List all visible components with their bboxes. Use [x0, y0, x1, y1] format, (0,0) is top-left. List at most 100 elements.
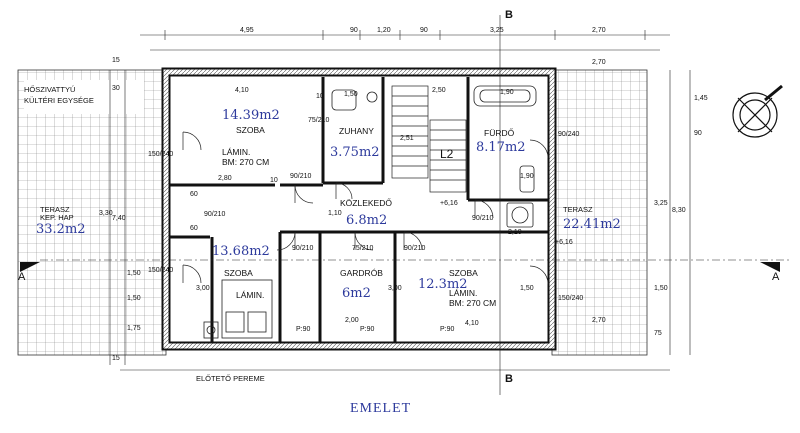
- dim-top-4: 3,25: [490, 27, 504, 34]
- room-szoba3-floor: LÁMIN.: [449, 288, 477, 298]
- room-kozlekedo-area: 6.8m2: [346, 213, 387, 228]
- room-szoba2-name: SZOBA: [224, 268, 253, 278]
- level-plus616: +6,16: [440, 200, 458, 207]
- label-kep-hap: KEP. HAP: [40, 213, 74, 222]
- room-gardrob-area: 6m2: [342, 286, 371, 301]
- opening-5: 150/240: [148, 267, 173, 274]
- dim-right-4: 1,50: [654, 285, 668, 292]
- area-terasz-left: 33.2m2: [36, 222, 86, 237]
- room-gardrob-name: GARDRÓB: [340, 268, 383, 278]
- room-kozlekedo-name: KÖZLEKEDŐ: [340, 198, 392, 208]
- dim-right-5: 75: [654, 330, 662, 337]
- room-szoba2-floor: LÁMIN.: [236, 290, 264, 300]
- left-dimensions: 15 30 3,30 7,40 1,50 1,75 15: [99, 57, 141, 362]
- section-a-right-marker-icon: [760, 262, 780, 272]
- opening-1: 90/210: [290, 173, 312, 180]
- staircase: [391, 85, 467, 193]
- section-a-left-label: A: [18, 271, 26, 283]
- opening-6: 90/210: [292, 245, 314, 252]
- misc-dim-5: 3,00: [196, 285, 210, 292]
- opening-8: 90/210: [404, 245, 426, 252]
- small-dim-1: 1,10: [328, 210, 342, 217]
- dim-left-4: 1,50: [127, 270, 141, 277]
- dim-top-2: 1,20: [377, 27, 391, 34]
- small-dim-5: 2,70: [592, 317, 606, 324]
- terrace-left-grid: [17, 69, 167, 356]
- misc-dim-4: 60: [190, 225, 198, 232]
- misc-dim-0: 10: [316, 93, 324, 100]
- dim-left-0: 15: [112, 57, 120, 64]
- label-hoszivattyu: HŐSZIVATTYÚ: [24, 85, 75, 94]
- stair-label-l2: L2: [440, 147, 454, 161]
- dim-left-5: 1,75: [127, 325, 141, 332]
- section-a-left-marker-icon: [20, 262, 40, 272]
- room-szoba1-floor: LÁMIN.: [222, 147, 250, 157]
- small-dim-8: P:90: [440, 326, 455, 333]
- room-szoba1-area: 14.39m2: [222, 108, 280, 123]
- label-kulteri-egysege: KÜLTÉRI EGYSÉGE: [24, 96, 94, 105]
- label-eloteto-pereme: ELŐTETŐ PEREME: [196, 374, 265, 383]
- small-dim-9: 2,00: [345, 317, 359, 324]
- room-szoba2-area: 13.68m2: [212, 244, 270, 259]
- dim-top-0: 4,95: [240, 27, 254, 34]
- interior-walls: [170, 77, 548, 342]
- doors: [182, 131, 549, 285]
- opening-9: 90/210: [204, 211, 226, 218]
- section-a-right-label: A: [772, 271, 780, 283]
- area-terasz-right: 22.41m2: [563, 217, 621, 232]
- small-dim-4: 2,51: [400, 135, 414, 142]
- small-dim-0: 2,80: [218, 175, 232, 182]
- misc-dim-9: 2,70: [592, 59, 606, 66]
- misc-dim-7: 1,50: [520, 285, 534, 292]
- small-dim-6: P:90: [296, 326, 311, 333]
- right-dimensions: 1,45 90 3,25 8,30 1,50 75: [654, 95, 708, 337]
- dim-right-0: 1,45: [694, 95, 708, 102]
- section-b-bottom-label: B: [505, 373, 513, 385]
- room-szoba3-name: SZOBA: [449, 268, 478, 278]
- dim-left-2: 3,30: [99, 210, 113, 217]
- misc-dim-8: 1,50: [127, 295, 141, 302]
- misc-dim-2: 10: [270, 177, 278, 184]
- opening-7: 75/210: [352, 245, 374, 252]
- level-plus616b: +6,16: [555, 239, 573, 246]
- misc-dim-1: 1,50: [344, 91, 358, 98]
- dimension-lines: [40, 15, 790, 395]
- bed: [203, 279, 273, 339]
- dim-top-5: 2,70: [592, 27, 606, 34]
- room-szoba1-width: 4,10: [235, 87, 249, 94]
- small-dim-7: P:90: [360, 326, 375, 333]
- small-dim-2: 2,50: [432, 87, 446, 94]
- small-dimensions: 2,80 1,10 2,50 1,90 2,51 2,70 P:90 P:90 …: [218, 87, 606, 333]
- opening-2: 75/210: [308, 117, 330, 124]
- small-dim-3: 1,90: [500, 89, 514, 96]
- opening-labels: 150/240 90/210 75/210 90/210 90/240 150/…: [148, 117, 583, 302]
- dim-left-3: 7,40: [112, 215, 126, 222]
- room-szoba1-name: SZOBA: [236, 125, 265, 135]
- section-b-top-label: B: [505, 9, 513, 21]
- room-szoba1-height: BM: 270 CM: [222, 157, 269, 167]
- opening-4: 90/240: [558, 131, 580, 138]
- page-title: EMELET: [350, 401, 411, 416]
- opening-10: 150/240: [558, 295, 583, 302]
- bathroom-fixtures: [331, 85, 537, 228]
- misc-dim-3: 60: [190, 191, 198, 198]
- room-szoba3-height: BM: 270 CM: [449, 298, 496, 308]
- room-szoba3-area: 12.3m2: [418, 277, 468, 292]
- misc-dimensions: 10 1,50 10 60 60 3,00 3,00 1,50 1,50 2,7…: [127, 59, 606, 302]
- dim-left-1: 30: [112, 85, 120, 92]
- dim-right-2: 3,25: [654, 200, 668, 207]
- room-zuhany-name: ZUHANY: [339, 126, 374, 136]
- label-terasz-right: TERASZ: [563, 205, 593, 214]
- dim-top-3: 90: [420, 27, 428, 34]
- room-furdo-area: 8.17m2: [476, 140, 526, 155]
- dim-right-3: 8,30: [672, 207, 686, 214]
- small-dim-10: 2,10: [508, 229, 522, 236]
- room-szoba3-width: 4,10: [465, 320, 479, 327]
- north-arrow-icon: [732, 84, 783, 138]
- room-zuhany-area: 3.75m2: [330, 145, 380, 160]
- dim-top-1: 90: [350, 27, 358, 34]
- dim-right-1: 90: [694, 130, 702, 137]
- opening-3: 90/210: [472, 215, 494, 222]
